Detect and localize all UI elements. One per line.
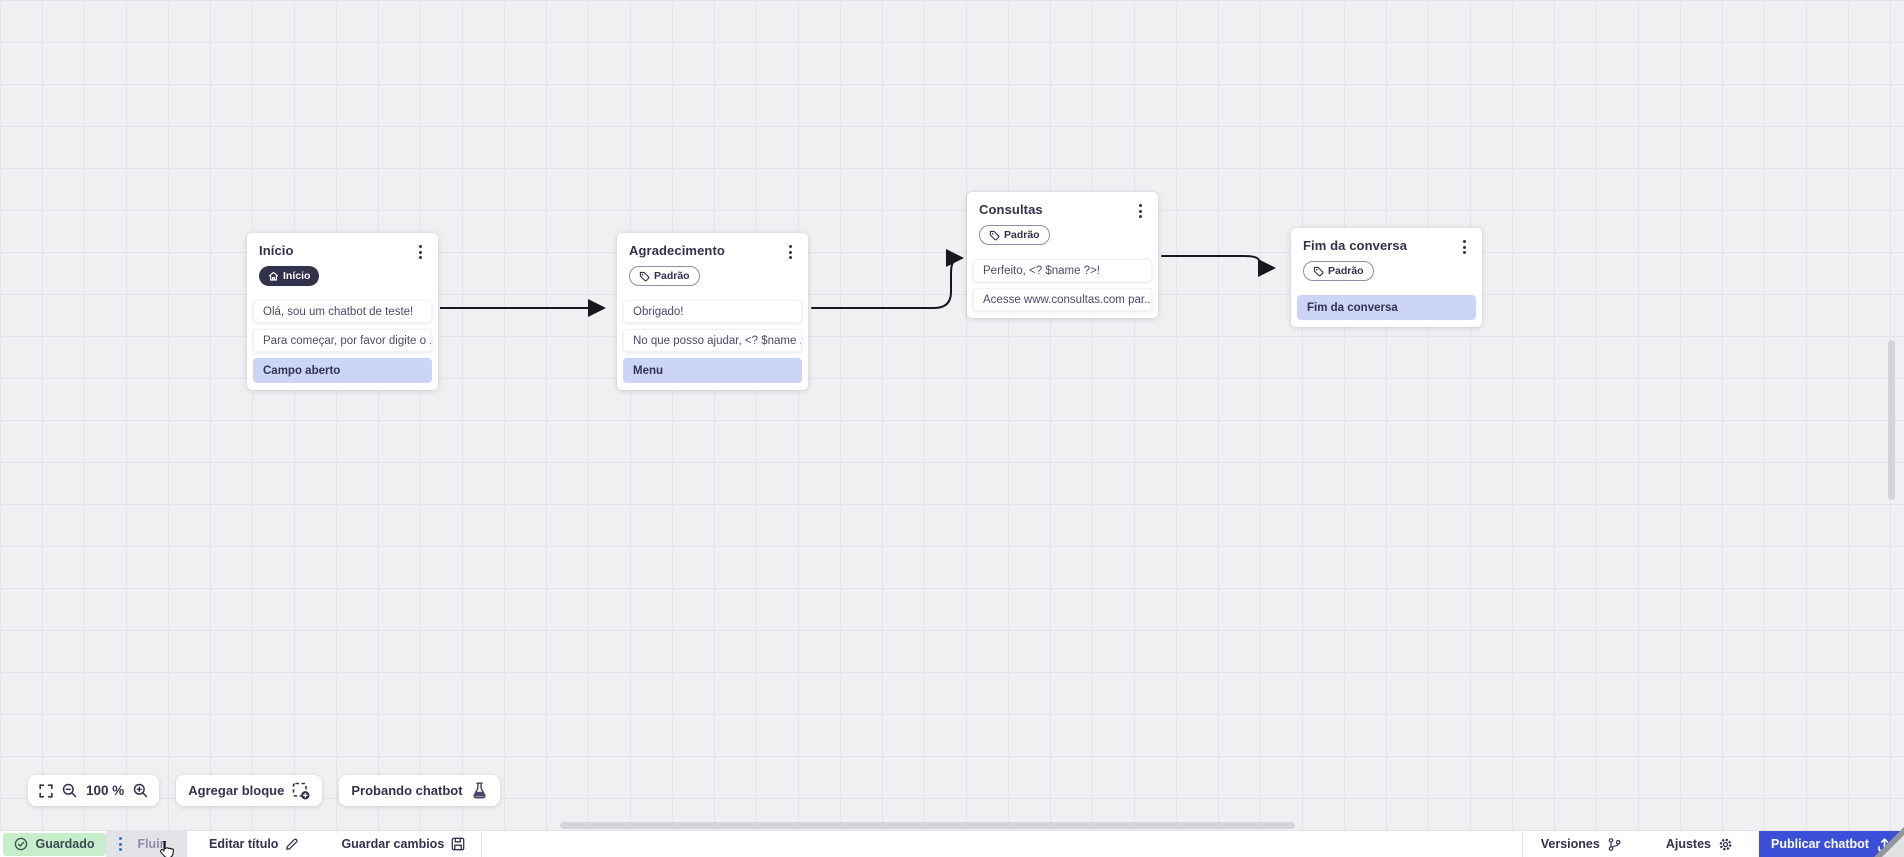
node-type-badge: Início: [259, 266, 320, 286]
badge-label: Padrão: [1004, 229, 1040, 241]
fit-view-button[interactable]: [39, 783, 53, 798]
zoom-out-icon: [62, 783, 77, 798]
message-row-highlighted[interactable]: Campo aberto: [253, 357, 432, 383]
message-row[interactable]: Para começar, por favor digite o ...: [253, 328, 432, 352]
flow-menu-dots[interactable]: [116, 835, 125, 853]
vertical-scrollbar[interactable]: [1888, 340, 1895, 500]
status-bar: Guardado Fluir Editar título Guardar cam…: [0, 830, 1904, 857]
node-title: Agradecimento: [629, 243, 725, 258]
badge-row: Padrão: [617, 264, 808, 296]
zoom-in-button[interactable]: [133, 783, 148, 798]
test-chatbot-button[interactable]: Probando chatbot: [339, 775, 500, 806]
zoom-level-value: 100 %: [86, 783, 125, 798]
node-fim-da-conversa[interactable]: Fim da conversa Padrão Fim da conversa: [1291, 228, 1482, 327]
message-row[interactable]: Obrigado!: [623, 299, 802, 323]
settings-label: Ajustes: [1665, 837, 1711, 851]
zoom-in-icon: [134, 783, 148, 798]
tag-icon: [639, 271, 650, 281]
node-title: Fim da conversa: [1303, 238, 1408, 253]
add-block-icon: [293, 782, 310, 799]
badge-label: Início: [283, 270, 311, 282]
versions-label: Versiones: [1540, 837, 1600, 851]
node-consultas[interactable]: Consultas Padrão Perfeito, <? $name ?>! …: [967, 192, 1158, 318]
node-type-badge: Padrão: [629, 266, 700, 286]
horizontal-scrollbar[interactable]: [560, 822, 1295, 829]
message-row-highlighted[interactable]: Fim da conversa: [1297, 294, 1476, 320]
publish-chatbot-button[interactable]: Publicar chatbot: [1759, 830, 1904, 857]
versions-button[interactable]: Versiones: [1541, 837, 1622, 852]
add-block-label: Agregar bloque: [188, 783, 285, 798]
badge-label: Padrão: [1328, 265, 1364, 277]
node-messages: Obrigado! No que posso ajudar, <? $name …: [617, 296, 808, 390]
node-type-badge: Padrão: [979, 225, 1050, 245]
edit-title-button[interactable]: Editar título: [209, 837, 299, 851]
edit-title-label: Editar título: [209, 837, 279, 851]
node-agradecimento[interactable]: Agradecimento Padrão Obrigado! No que po…: [617, 233, 808, 390]
canvas-toolbar: 100 % Agregar bloque Probando chatbot: [28, 775, 500, 806]
node-messages: Perfeito, <? $name ?>! Acesse www.consul…: [967, 255, 1158, 318]
test-chatbot-label: Probando chatbot: [351, 783, 463, 798]
pencil-icon: [286, 838, 299, 850]
message-row[interactable]: Acesse www.consultas.com par...: [973, 287, 1152, 311]
tag-icon: [989, 230, 1000, 240]
statusbar-divider: [1521, 830, 1523, 857]
settings-button[interactable]: Ajustes: [1666, 837, 1733, 852]
node-menu-button[interactable]: [785, 243, 796, 261]
node-menu-button[interactable]: [1135, 202, 1146, 220]
flow-tab[interactable]: Fluir: [106, 830, 187, 857]
node-header: Consultas: [967, 192, 1158, 223]
edge-agradecimento-consultas[interactable]: [811, 249, 964, 309]
git-branch-icon: [1608, 837, 1621, 851]
zoom-out-button[interactable]: [62, 783, 77, 798]
badge-row: Padrão: [1291, 259, 1482, 291]
badge-row: Início: [247, 264, 438, 296]
zoom-controls: 100 %: [28, 775, 160, 806]
badge-label: Padrão: [654, 270, 690, 282]
save-changes-button[interactable]: Guardar cambios: [341, 837, 465, 851]
message-row[interactable]: No que posso ajudar, <? $name ...: [623, 328, 802, 352]
node-title: Consultas: [979, 202, 1043, 217]
edge-consultas-fim[interactable]: [1161, 255, 1276, 277]
node-menu-button[interactable]: [1459, 238, 1470, 256]
statusbar-divider: [481, 830, 483, 857]
publish-chatbot-label: Publicar chatbot: [1771, 837, 1869, 851]
node-messages: Olá, sou um chatbot de teste! Para começ…: [247, 296, 438, 390]
save-changes-label: Guardar cambios: [341, 837, 445, 851]
message-row[interactable]: Olá, sou um chatbot de teste!: [253, 299, 432, 323]
saved-status-label: Guardado: [35, 837, 95, 851]
node-type-badge: Padrão: [1303, 261, 1374, 281]
node-menu-button[interactable]: [415, 243, 426, 261]
node-header: Início: [247, 233, 438, 264]
flask-icon: [472, 782, 486, 799]
node-header: Fim da conversa: [1291, 228, 1482, 259]
node-title: Início: [259, 243, 294, 258]
check-circle-icon: [15, 837, 28, 851]
upload-icon: [1878, 837, 1891, 851]
fullscreen-icon: [39, 783, 53, 798]
node-messages: Fim da conversa: [1291, 291, 1482, 327]
message-row-highlighted[interactable]: Menu: [623, 357, 802, 383]
badge-row: Padrão: [967, 223, 1158, 255]
node-inicio[interactable]: Início Início Olá, sou um chatbot de tes…: [247, 233, 438, 390]
gear-icon: [1719, 838, 1732, 850]
add-block-button[interactable]: Agregar bloque: [176, 775, 323, 806]
saved-status-badge: Guardado: [3, 832, 106, 856]
node-header: Agradecimento: [617, 233, 808, 264]
flow-name-label: Fluir: [137, 837, 165, 851]
message-row[interactable]: Perfeito, <? $name ?>!: [973, 258, 1152, 282]
save-icon: [451, 837, 465, 851]
tag-icon: [1313, 266, 1324, 276]
home-icon: [268, 271, 279, 281]
